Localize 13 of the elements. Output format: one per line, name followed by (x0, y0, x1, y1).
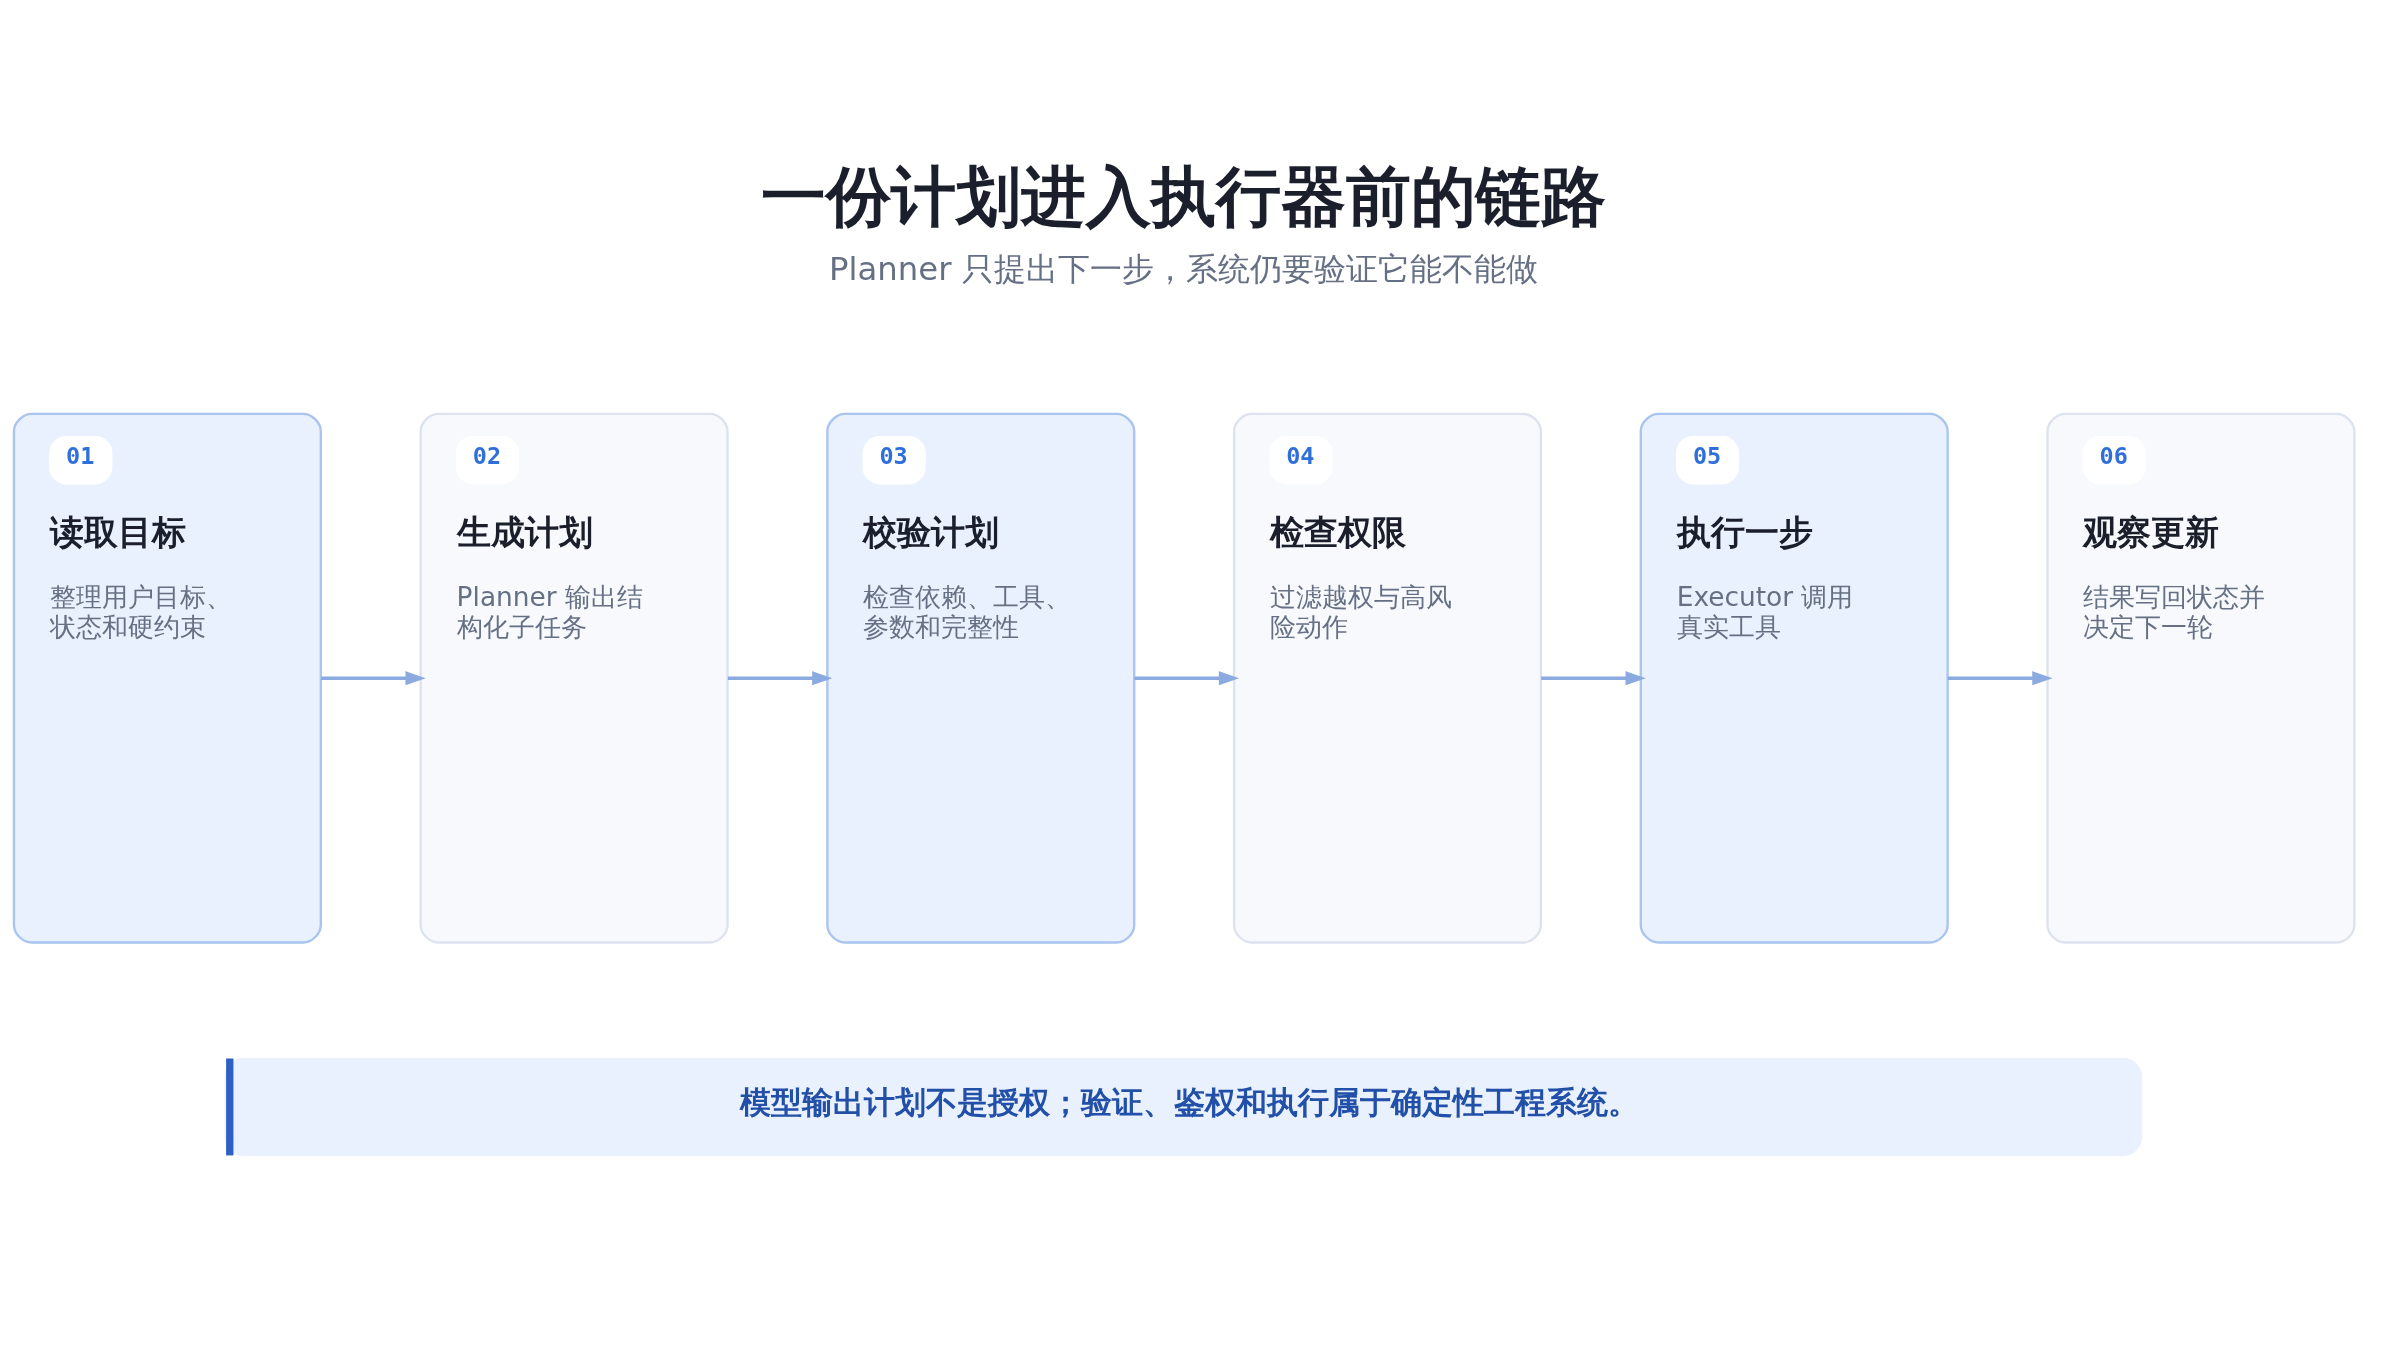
arrow (1947, 671, 2053, 686)
label: Planner 只提出下一步，系统仍要验证它能不能做 (829, 249, 1538, 288)
node-box: 05 执行一步 Executor 调用真实工具 (1639, 412, 1949, 944)
arrow (727, 671, 833, 686)
node-box: 01 读取目标 整理用户目标、状态和硬约束 (12, 412, 322, 944)
arrow (1541, 671, 1646, 686)
node-box: 03 校验计划 检查依赖、工具、参数和完整性 (826, 412, 1136, 944)
node-box: 06 观察更新 结果写回状态并决定下一轮 (2046, 412, 2356, 944)
node-box: 02 生成计划 Planner 输出结构化子任务 (419, 412, 729, 944)
node-box: 04 检查权限 过滤越权与高风险动作 (1232, 412, 1543, 944)
arrow (321, 671, 426, 686)
diagram-title: 一份计划进入执行器前的链路 (761, 158, 1607, 234)
arrow (1134, 671, 1240, 686)
